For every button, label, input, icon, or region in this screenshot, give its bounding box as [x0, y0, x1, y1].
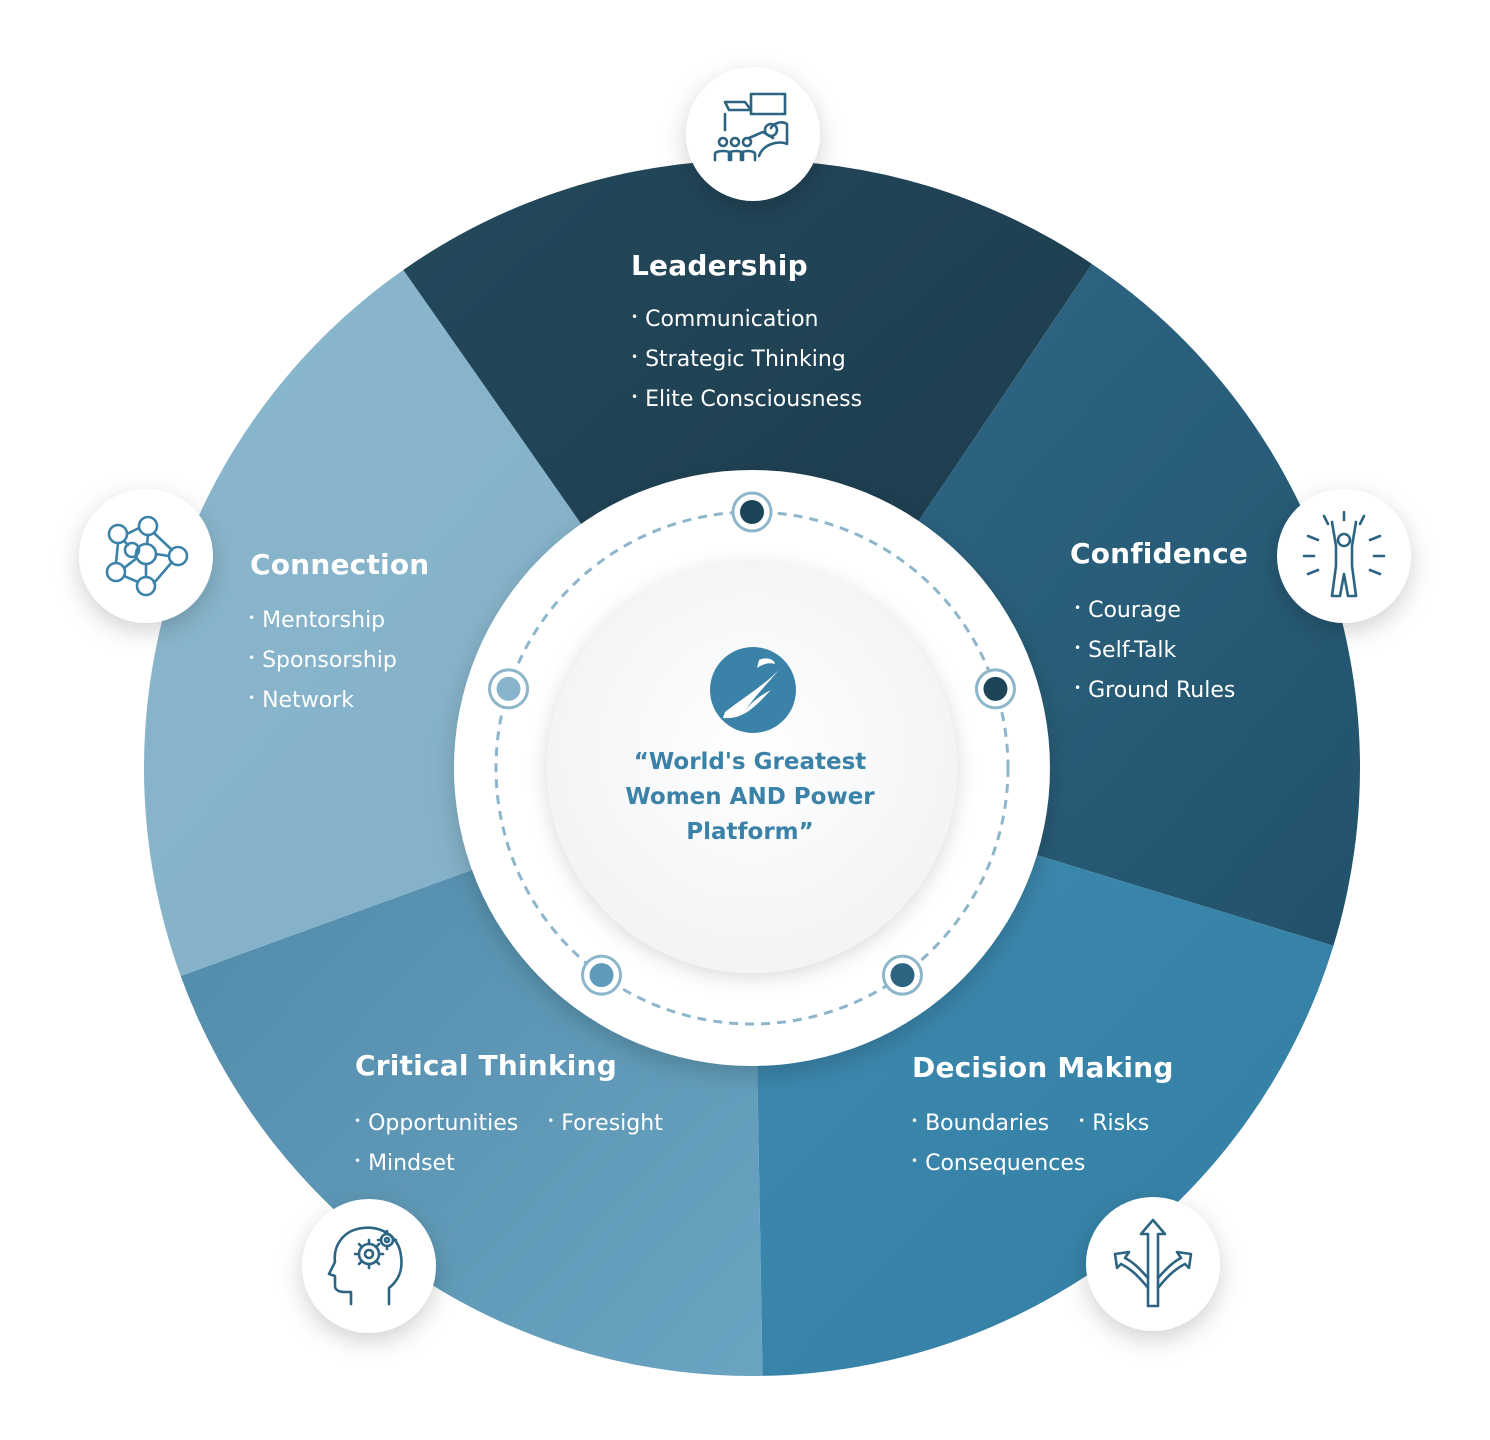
head-with-gears-icon [327, 1226, 403, 1306]
network-nodes-icon [105, 515, 189, 597]
center-title: “World's Greatest Women AND Power Platfo… [625, 749, 875, 845]
critical-thinking-items: Opportunities Foresight Mindset [354, 1104, 663, 1184]
list-item: Self-Talk [1074, 631, 1235, 671]
list-item: Opportunities [354, 1104, 518, 1144]
list-item: Communication [631, 300, 862, 340]
orbit-dot-connection [488, 668, 530, 710]
orbit-dot-leadership [731, 491, 773, 533]
orbit-dot-decision-making [881, 954, 923, 996]
list-item: Strategic Thinking [631, 340, 862, 380]
leader-with-flag-icon [713, 92, 789, 162]
icon-circle-confidence [1277, 489, 1411, 623]
list-item: Consequences [911, 1144, 1149, 1184]
list-item: Courage [1074, 591, 1235, 631]
list-item: Risks [1078, 1104, 1149, 1144]
orbit-dots [488, 491, 1016, 996]
person-celebrating-icon [1302, 510, 1386, 598]
critical-thinking-title: Critical Thinking [355, 1049, 617, 1082]
connection-items: Mentorship Sponsorship Network [248, 601, 397, 720]
split-arrows-icon [1113, 1218, 1193, 1308]
decision-making-items: Boundaries Risks Consequences [911, 1104, 1149, 1184]
connection-title: Connection [250, 548, 430, 581]
leadership-items: Communication Strategic Thinking Elite C… [631, 300, 862, 419]
center-disc [547, 563, 957, 973]
list-item: Sponsorship [248, 641, 397, 681]
list-item: Mindset [354, 1144, 663, 1184]
icon-circle-connection [79, 489, 213, 623]
icon-circle-critical-thinking [302, 1199, 436, 1333]
orbit-dot-confidence [974, 668, 1016, 710]
list-item: Network [248, 681, 397, 721]
list-item: Foresight [547, 1104, 663, 1144]
list-item: Boundaries [911, 1104, 1049, 1144]
list-item: Ground Rules [1074, 671, 1235, 711]
confidence-title: Confidence [1070, 537, 1249, 570]
swoosh-logo-icon [710, 647, 796, 733]
list-item: Mentorship [248, 601, 397, 641]
leadership-title: Leadership [631, 249, 808, 282]
decision-making-title: Decision Making [912, 1051, 1174, 1084]
segment-leadership [403, 159, 1092, 768]
list-item: Elite Consciousness [631, 380, 862, 420]
icon-circle-decision-making [1086, 1197, 1220, 1331]
orbit-dot-critical-thinking [581, 954, 623, 996]
confidence-items: Courage Self-Talk Ground Rules [1074, 591, 1235, 710]
icon-circle-leadership [686, 67, 820, 201]
